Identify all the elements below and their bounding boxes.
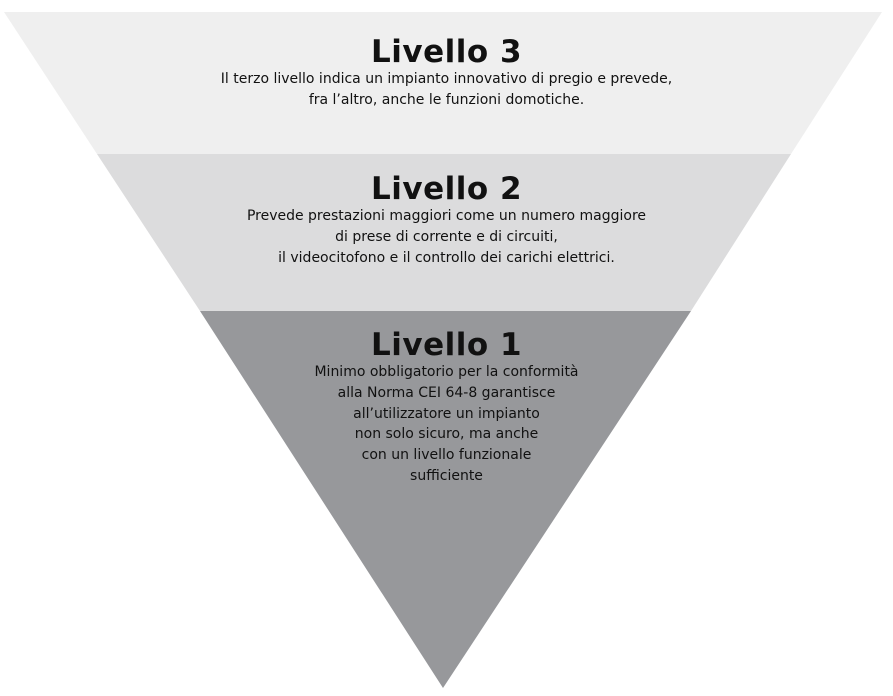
level-1-description-line: all’utilizzatore un impianto — [353, 405, 540, 422]
level-2-description-line: il videocitofono e il controllo dei cari… — [278, 249, 615, 266]
level-2-block: Livello 2 Prevede prestazioni maggiori c… — [0, 172, 893, 268]
level-1-description-line: non solo sicuro, ma anche — [354, 426, 539, 443]
level-3-block: Livello 3 Il terzo livello indica un imp… — [0, 35, 893, 111]
tier-livello-2 — [97, 154, 791, 311]
level-2-title: Livello 2 — [370, 171, 523, 207]
level-1-title: Livello 1 — [370, 327, 523, 363]
level-3-description-line: Il terzo livello indica un impianto inno… — [220, 71, 673, 87]
level-3-title: Livello 3 — [370, 34, 523, 70]
level-3-description-line: fra l’altro, anche le funzioni domotiche… — [308, 91, 585, 108]
tier-livello-1 — [200, 311, 691, 688]
level-1-description-line: Minimo obbligatorio per la conformità — [314, 364, 579, 380]
level-2-description-line: Prevede prestazioni maggiori come un num… — [246, 208, 647, 224]
level-1-block: Livello 1 Minimo obbligatorio per la con… — [0, 328, 893, 487]
level-1-description-line: alla Norma CEI 64-8 garantisce — [337, 384, 556, 401]
level-1-description-line: con un livello funzionale — [361, 447, 532, 464]
level-2-description-line: di prese di corrente e di circuiti, — [335, 228, 558, 245]
level-1-description-line: sufficiente — [410, 467, 483, 484]
tier-livello-3 — [4, 12, 882, 154]
